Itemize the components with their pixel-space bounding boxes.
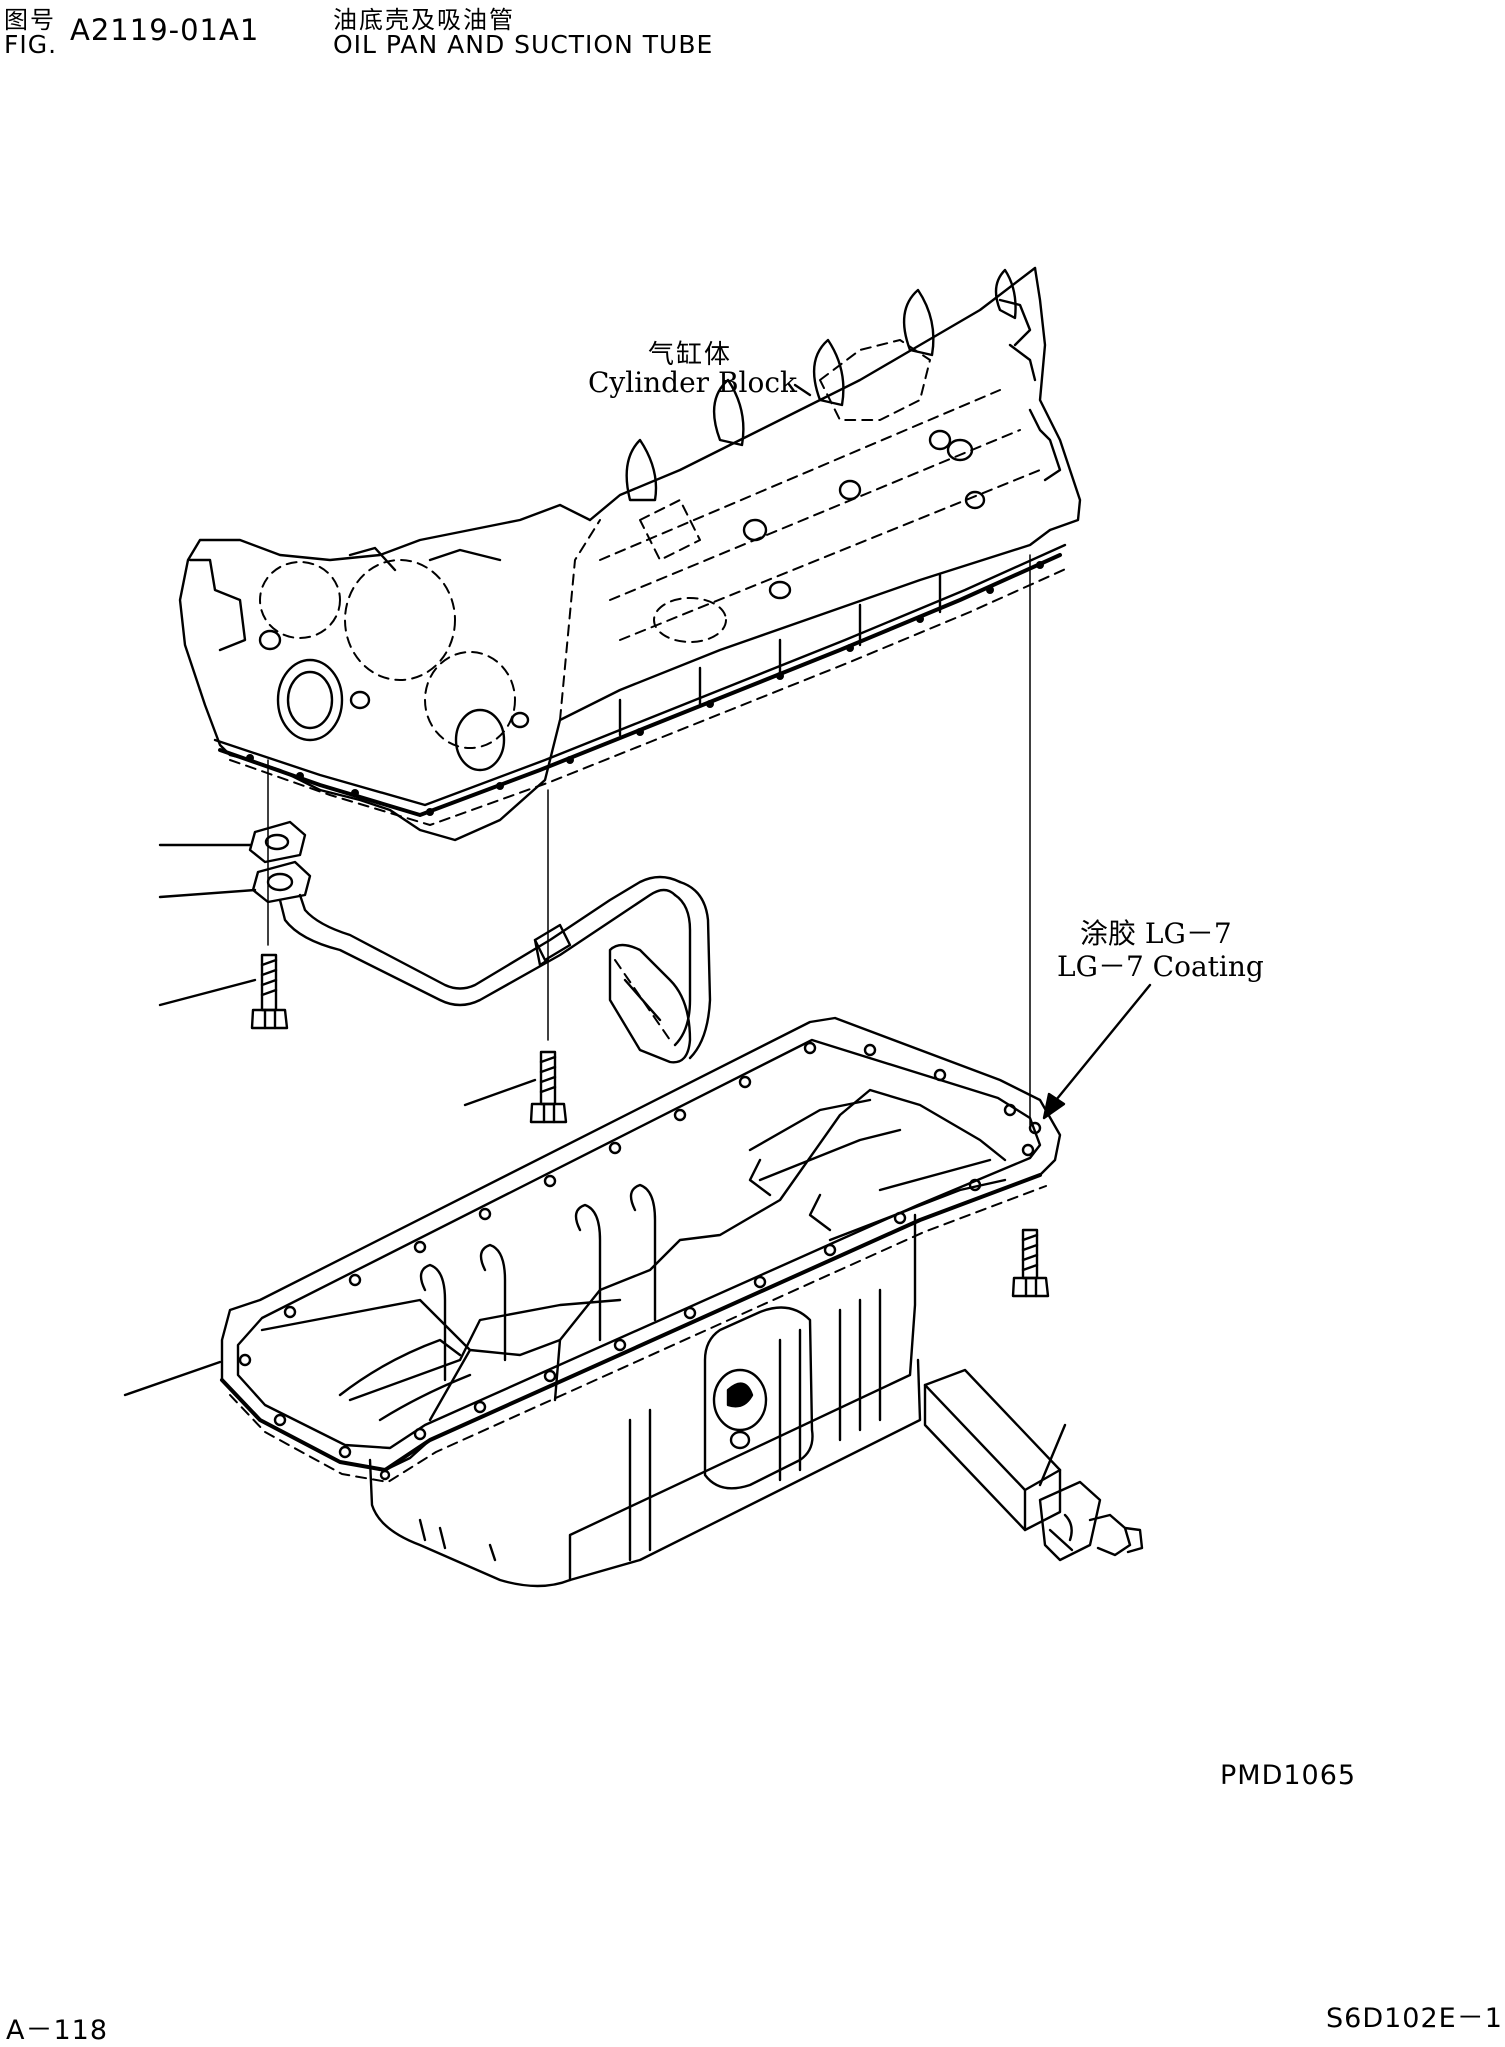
drain-plug-drawing [923, 1368, 1144, 1562]
drawing-code: PMD1065 [1220, 1760, 1357, 1791]
page-number: A－118 [6, 2015, 109, 2046]
fig-label-zh: 图号 [4, 6, 56, 34]
bolts [250, 953, 1050, 1298]
title-zh: 油底壳及吸油管 [333, 6, 515, 34]
coating-leader [1042, 983, 1152, 1120]
suction-gaskets [248, 820, 312, 904]
oil-pan-drawing [220, 1016, 1062, 1588]
title-en: OIL PAN AND SUCTION TUBE [333, 30, 714, 59]
fig-number: A2119-01A1 [70, 13, 260, 47]
coating-label-en: LG－7 Coating [1057, 950, 1264, 983]
cylinder-block-drawing [178, 266, 1082, 842]
alignment-lines [267, 554, 1031, 1126]
coating-label-zh: 涂胶 LG－7 [1080, 917, 1232, 950]
suction-tube-drawing [278, 875, 712, 1064]
cylinder-block-label-zh: 气缸体 [648, 340, 733, 370]
cylinder-block-label-en: Cylinder Block [588, 366, 798, 399]
model-number: S6D102E－1 [1326, 2003, 1503, 2034]
fig-label-en: FIG. [4, 30, 58, 59]
